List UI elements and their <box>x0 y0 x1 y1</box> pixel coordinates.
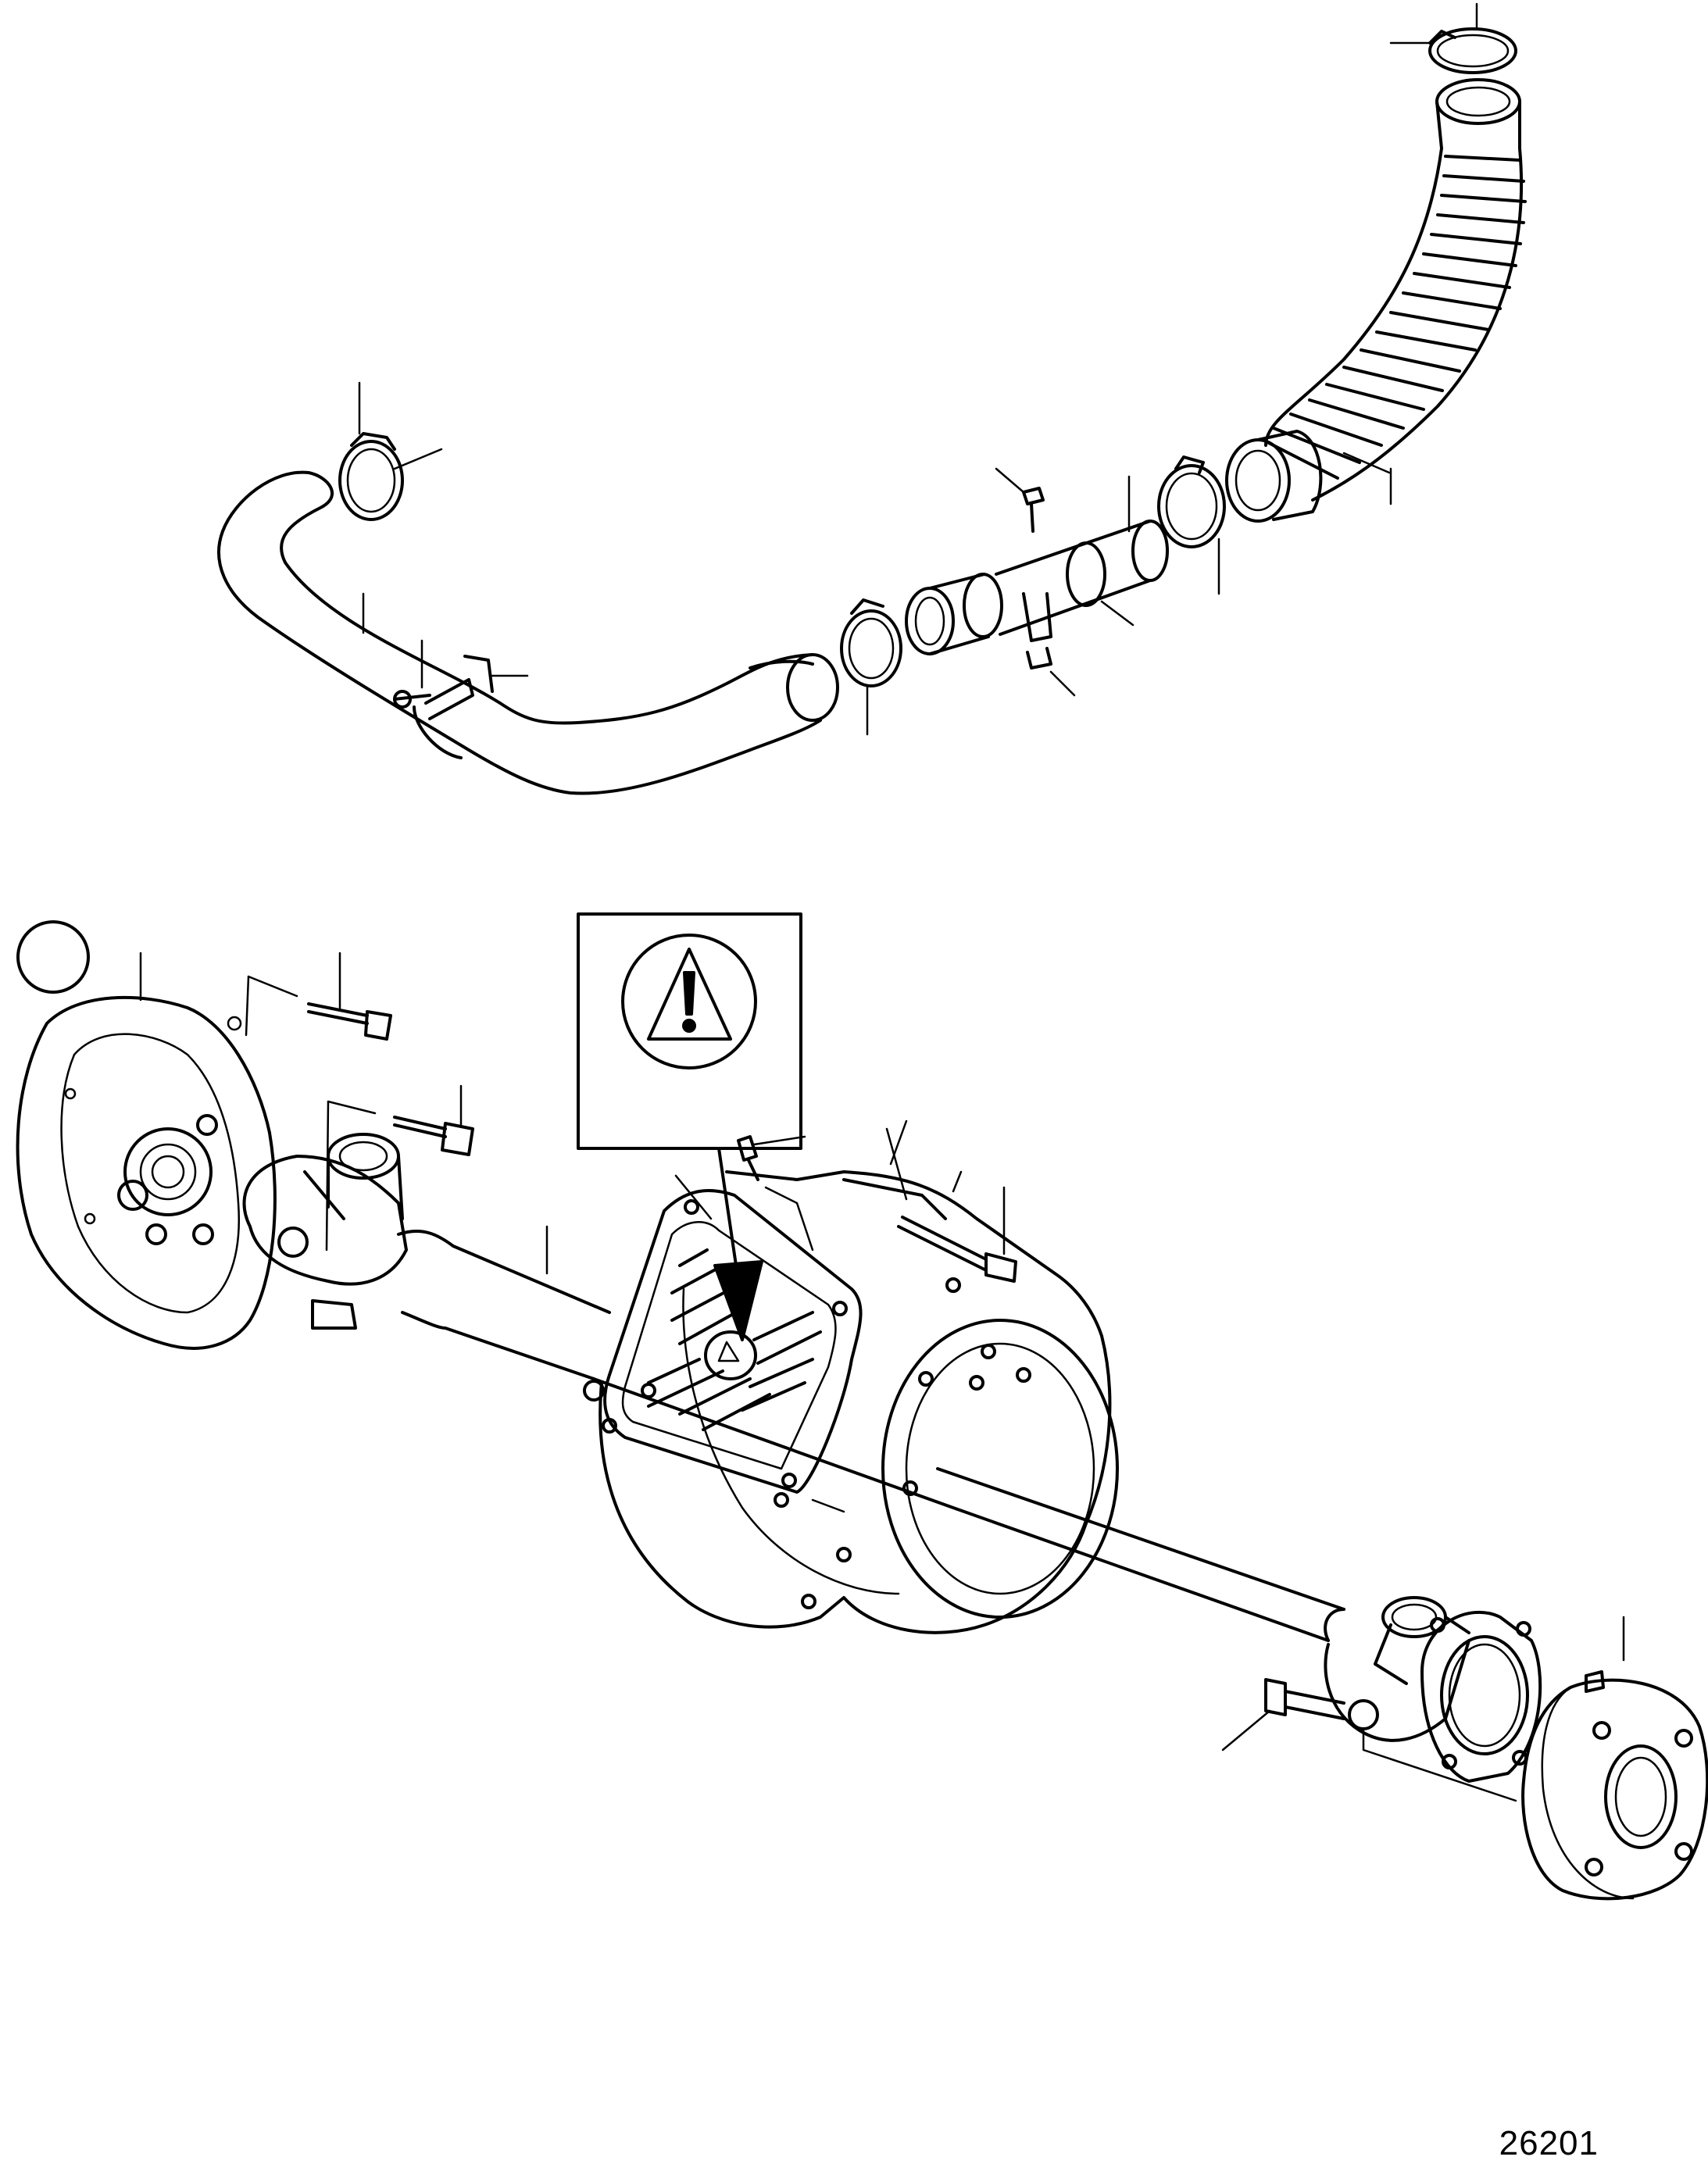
leader-line <box>245 975 250 1037</box>
lower-driveshaft-assembly <box>16 920 1708 1901</box>
hose-clamp-left <box>338 381 443 521</box>
warning-arrow-head <box>713 1260 763 1341</box>
warning-callout <box>577 912 802 1341</box>
warning-triangle-icon <box>647 948 732 1041</box>
drive-shaft-tube <box>397 1225 1345 1642</box>
output-hub <box>1521 1616 1708 1901</box>
t-pipe-connector <box>905 475 1169 697</box>
universal-joint-left <box>242 1133 408 1330</box>
upper-hose-assembly <box>217 2 1527 795</box>
figure-number: 26201 <box>1499 2124 1599 2162</box>
leader-line <box>1362 1729 1517 1802</box>
bolt-coupling-1 <box>245 952 392 1041</box>
leader-line <box>247 975 298 998</box>
rubber-bend-hose <box>217 470 839 795</box>
warning-arrow-shaft <box>717 1147 740 1283</box>
bolt-small <box>995 467 1045 533</box>
hose-cuff <box>1225 430 1323 523</box>
bolt-housing-right <box>897 1186 1017 1283</box>
leader-line <box>327 1100 377 1115</box>
bolt-flange <box>1221 1678 1517 1802</box>
protective-cover-plate <box>602 1174 863 1494</box>
corrugation-ribs <box>1264 155 1527 480</box>
leader-line <box>1342 452 1391 474</box>
bell-housing <box>599 1119 1119 1634</box>
hose-clamp-mid-left <box>840 598 902 736</box>
warning-circle <box>621 934 757 1069</box>
leader-line <box>674 1174 713 1220</box>
hose-clamp-top <box>1389 2 1517 74</box>
item-callout-circle <box>16 920 90 994</box>
companion-flange-right <box>1420 1610 1542 1783</box>
leader-line <box>889 1119 908 1166</box>
corrugated-hose <box>1264 78 1527 505</box>
hose-bracket <box>393 639 529 759</box>
leader-line <box>995 467 1025 494</box>
leader-line <box>752 1135 806 1146</box>
leader-line <box>393 448 443 470</box>
leader-line <box>1100 600 1134 627</box>
bolt-housing-top <box>737 1135 806 1181</box>
leader-line <box>1221 1709 1271 1751</box>
leader-line <box>885 1127 908 1201</box>
flexible-coupling <box>16 952 277 1350</box>
hose-clamp-mid-right <box>1157 455 1226 595</box>
leader-line <box>1049 670 1076 697</box>
